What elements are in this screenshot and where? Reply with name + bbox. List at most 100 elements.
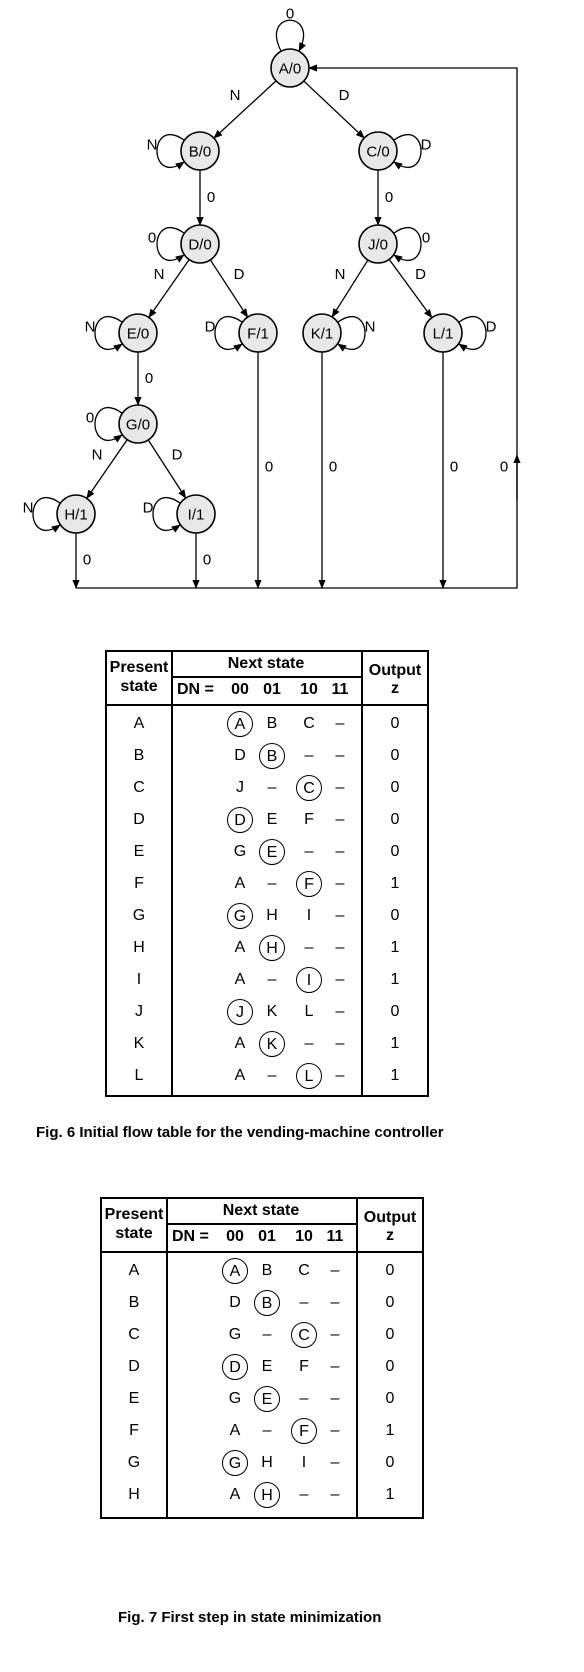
next-state-cell-stable: G <box>222 1450 248 1476</box>
self-loop-label-J: 0 <box>422 230 430 247</box>
next-state-cell: H <box>261 1454 273 1471</box>
next-state-cell: F <box>299 1358 309 1375</box>
present-state-header-line1: Present <box>104 1206 164 1223</box>
present-state-cell: A <box>128 1262 140 1279</box>
next-state-cell: A <box>234 939 246 956</box>
output-cell: 1 <box>390 1035 400 1052</box>
next-state-cell: – <box>335 907 345 924</box>
next-state-cell: D <box>229 1294 241 1311</box>
state-node-J: J/0 <box>358 224 398 264</box>
flow-table-minimized: Present state Next state DN = 00 01 10 1… <box>100 1197 424 1519</box>
state-node-F: F/1 <box>238 313 278 353</box>
output-cell: 0 <box>390 811 400 828</box>
next-state-cell: A <box>234 971 246 988</box>
transition-label-A-B: N <box>230 87 241 104</box>
next-state-cell-stable: E <box>259 839 285 865</box>
next-state-cell: – <box>335 1035 345 1052</box>
transition-label-J-K: N <box>335 266 346 283</box>
next-state-cell: – <box>304 747 314 764</box>
transition-G-I <box>147 439 187 499</box>
transition-A-C <box>303 80 365 139</box>
return-edge-label-I: 0 <box>203 552 211 569</box>
self-loop-label-F: D <box>205 319 216 336</box>
present-state-cell: J <box>135 1003 143 1020</box>
col-header-11: 11 <box>331 681 349 698</box>
next-state-cell-stable: B <box>254 1290 280 1316</box>
next-state-cell: – <box>335 1067 345 1084</box>
present-state-cell: L <box>134 1067 144 1084</box>
transition-label-B-D: 0 <box>207 189 215 206</box>
next-state-cell: H <box>266 907 278 924</box>
self-loop-label-E: N <box>85 319 96 336</box>
transition-D-E <box>148 259 190 319</box>
next-state-cell: C <box>298 1262 310 1279</box>
present-state-cell: K <box>133 1035 145 1052</box>
present-state-cell: B <box>133 747 145 764</box>
transition-J-L <box>388 258 433 319</box>
edges-layer <box>32 19 521 589</box>
state-node-B: B/0 <box>180 131 220 171</box>
next-state-cell: L <box>304 1003 314 1020</box>
next-state-cell: – <box>267 875 277 892</box>
next-state-cell-stable: C <box>291 1322 317 1348</box>
present-state-header-line1: Present <box>109 659 169 676</box>
present-state-cell: A <box>133 715 145 732</box>
next-state-cell: – <box>330 1422 340 1439</box>
next-state-cell: – <box>330 1326 340 1343</box>
self-loop-label-A: 0 <box>286 6 294 23</box>
self-loop-label-I: D <box>143 500 154 517</box>
output-cell: 0 <box>385 1262 395 1279</box>
output-cell: 0 <box>390 747 400 764</box>
self-loop-G <box>94 407 123 443</box>
next-state-cell: E <box>266 811 278 828</box>
self-loop-C <box>393 134 422 170</box>
self-loop-K <box>337 316 366 352</box>
col-header-00: 00 <box>226 1228 244 1245</box>
state-label-E: E/0 <box>127 326 150 343</box>
next-state-cell: E <box>261 1358 273 1375</box>
present-state-cell: D <box>128 1358 140 1375</box>
state-label-B: B/0 <box>189 144 212 161</box>
transition-D-F <box>209 259 249 318</box>
next-state-cell: – <box>335 811 345 828</box>
output-header-line1: Output <box>363 1209 417 1226</box>
next-state-cell-stable: B <box>259 743 285 769</box>
self-loop-label-D: 0 <box>148 230 156 247</box>
present-state-cell: G <box>127 1454 141 1471</box>
next-state-cell: – <box>330 1486 340 1503</box>
next-state-cell-stable: A <box>227 711 253 737</box>
col-header-10: 10 <box>300 681 318 698</box>
transition-label-E-G: 0 <box>145 370 153 387</box>
output-header-line2: z <box>386 1227 394 1244</box>
next-state-cell-stable: F <box>291 1418 317 1444</box>
next-state-cell: – <box>299 1390 309 1407</box>
state-node-H: H/1 <box>56 494 96 534</box>
self-loop-B <box>156 134 185 170</box>
col-header-01: 01 <box>263 681 281 698</box>
present-state-cell: E <box>133 843 145 860</box>
next-state-cell: A <box>229 1486 241 1503</box>
self-loop-label-B: N <box>147 137 158 154</box>
next-state-cell-stable: J <box>227 999 253 1025</box>
self-loop-label-G: 0 <box>86 410 94 427</box>
next-state-cell: – <box>335 1003 345 1020</box>
next-state-cell: G <box>228 1326 242 1343</box>
next-state-cell: F <box>304 811 314 828</box>
state-node-C: C/0 <box>358 131 398 171</box>
output-cell: 0 <box>390 779 400 796</box>
state-node-I: I/1 <box>176 494 216 534</box>
col-header-00: 00 <box>231 681 249 698</box>
self-loop-H <box>32 497 61 533</box>
next-state-cell: – <box>330 1454 340 1471</box>
output-cell: 0 <box>385 1358 395 1375</box>
state-label-L: L/1 <box>433 326 454 343</box>
state-label-K: K/1 <box>311 326 334 343</box>
state-node-D: D/0 <box>180 224 220 264</box>
output-cell: 0 <box>385 1326 395 1343</box>
next-state-cell-stable: H <box>254 1482 280 1508</box>
next-state-cell: – <box>335 971 345 988</box>
next-state-cell: – <box>267 779 277 796</box>
next-state-header: Next state <box>222 1202 300 1219</box>
present-state-cell: F <box>129 1422 139 1439</box>
